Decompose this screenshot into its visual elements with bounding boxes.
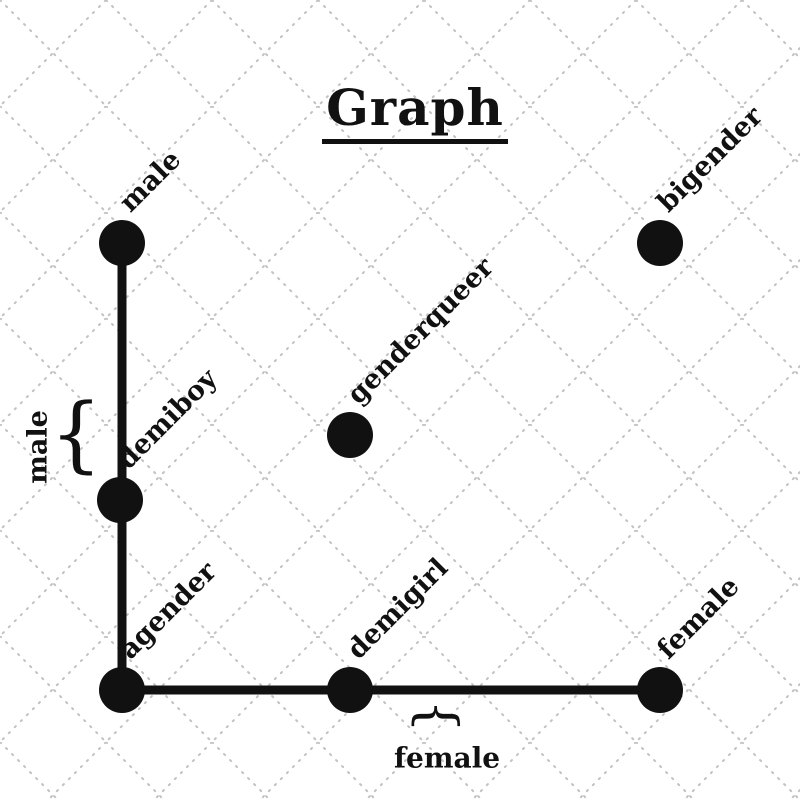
node-dot-bigender [637, 220, 683, 266]
node-dot-agender [99, 667, 145, 713]
bottom-curly-brace: { [407, 699, 468, 733]
bottom-brace-label: female [393, 741, 501, 775]
left-curly-brace: { [50, 387, 103, 482]
node-dot-demigirl [327, 667, 373, 713]
node-dot-male [99, 220, 145, 266]
node-dot-genderqueer [327, 412, 373, 458]
node-dot-demiboy [97, 477, 143, 523]
node-dot-female [637, 667, 683, 713]
left-brace-label: male [22, 410, 54, 484]
